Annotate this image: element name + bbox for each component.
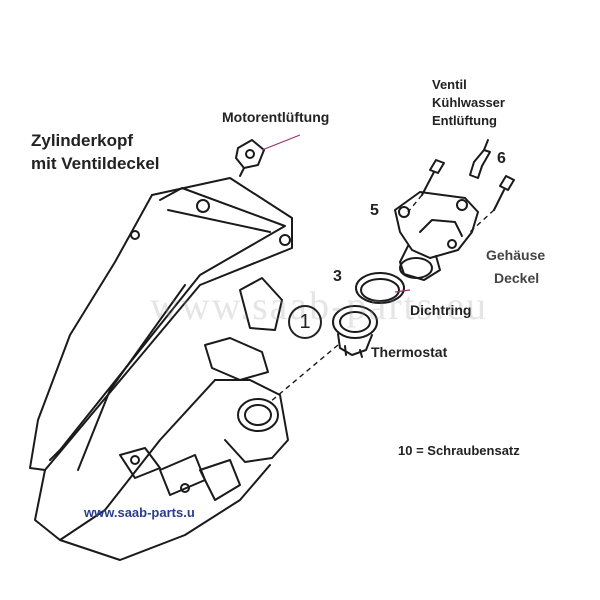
part-number-1: 1 xyxy=(288,305,322,339)
part-number-6: 6 xyxy=(497,150,506,167)
cylinder-head-drawing xyxy=(29,177,293,561)
label-ventil-line-2: Kühlwasser xyxy=(432,95,505,110)
label-gehaeuse-line-2: Deckel xyxy=(494,270,540,286)
label-ventil-line-1: Ventil xyxy=(432,77,467,92)
housing-cover-drawing xyxy=(394,191,479,281)
assembly-guide-lines xyxy=(269,194,495,403)
label-dichtring: Dichtring xyxy=(410,302,472,318)
breather-valve-drawing xyxy=(235,139,265,177)
screws-drawing xyxy=(421,139,515,211)
title-line-2: mit Ventildeckel xyxy=(31,154,160,173)
label-ventil-line-3: Entlüftung xyxy=(432,113,497,128)
title-line-1: Zylinderkopf xyxy=(31,131,134,150)
label-schraubensatz: 10 = Schraubensatz xyxy=(398,443,520,458)
label-motorentlueftung: Motorentlüftung xyxy=(222,109,330,125)
label-gehaeuse-line-1: Gehäuse xyxy=(486,247,546,263)
thermostat-drawing xyxy=(332,305,378,358)
leader-lines xyxy=(261,134,411,293)
part-number-3: 3 xyxy=(333,268,342,285)
seal-ring-drawing xyxy=(355,272,405,304)
website-link[interactable]: www.saab-parts.u xyxy=(84,505,195,520)
label-thermostat: Thermostat xyxy=(371,344,448,360)
part-number-5: 5 xyxy=(370,202,379,219)
